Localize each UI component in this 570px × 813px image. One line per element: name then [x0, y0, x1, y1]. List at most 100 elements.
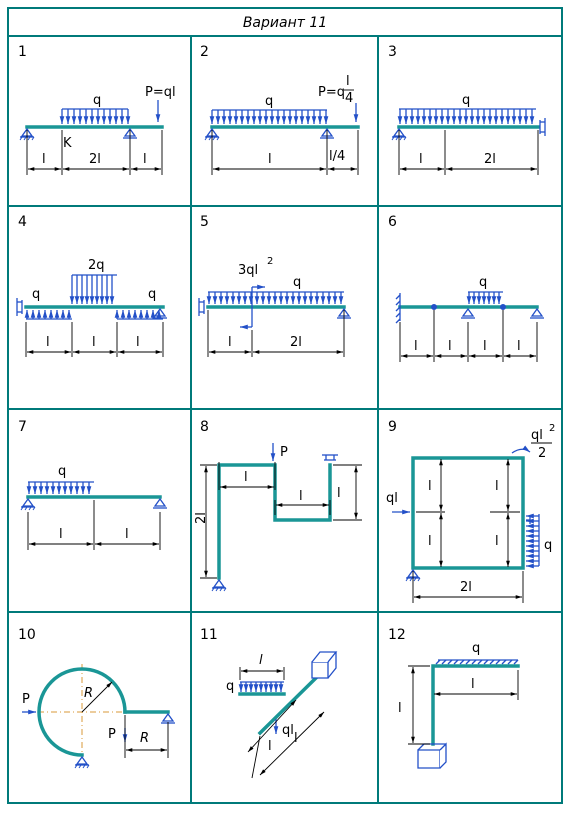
hinge-icon [500, 304, 506, 310]
dim-l1-label: l [471, 677, 475, 692]
load-q-label: q [462, 93, 470, 108]
pin-support-icon [74, 756, 90, 769]
scheme-12: q l l [398, 641, 520, 769]
cell-number-12: 12 [388, 627, 406, 643]
cell-number-9: 9 [388, 419, 397, 435]
scheme-11: q ql l l l [226, 651, 338, 779]
cell-number-3: 3 [388, 44, 397, 60]
load-hatch [489, 659, 495, 665]
cell-number-5: 5 [200, 214, 209, 230]
roller-support-icon [460, 308, 476, 319]
dim-b1: l [495, 479, 499, 494]
cell-number-10: 10 [18, 627, 36, 643]
dim-l2: 2l [89, 152, 101, 167]
moment-arrow [511, 445, 531, 454]
force-P2-label: P [108, 727, 116, 742]
cell-number-4: 4 [18, 214, 27, 230]
cell-number-7: 7 [18, 419, 27, 435]
dim-l3: l [136, 335, 140, 350]
dim-l3: l [143, 152, 147, 167]
scheme-10: P P R R [22, 664, 176, 769]
load-q-label: q [58, 464, 66, 479]
load-hatch [483, 659, 489, 665]
load-q-label: q [265, 94, 273, 109]
moment-exp: 2 [267, 256, 273, 267]
force-P-label: P [280, 445, 288, 460]
hinge-icon [431, 304, 437, 310]
radius-R1-label: R [84, 686, 93, 701]
frame [217, 463, 332, 580]
scheme-6: q l l l l [395, 275, 545, 362]
dim-l2: l [92, 335, 96, 350]
dim-l2: l/4 [329, 149, 345, 164]
cell-number-6: 6 [388, 214, 397, 230]
force-ql-label: ql [386, 491, 398, 506]
roller-support-icon [160, 713, 176, 724]
load-hatch [507, 659, 513, 665]
grid-lines [8, 36, 562, 803]
dim-l3: l [337, 486, 341, 501]
force-P-frac-num: l [346, 74, 350, 89]
roller-support-icon [152, 498, 168, 509]
dim-l3: l [483, 339, 487, 354]
dim-l2: l [448, 339, 452, 354]
load-q-label: q [93, 93, 101, 108]
load-hatch [441, 659, 447, 665]
cell-number-2: 2 [200, 44, 209, 60]
cell-number-8: 8 [200, 419, 209, 435]
dim-l2: l [125, 527, 129, 542]
load-hatch [495, 659, 501, 665]
clamp-support-icon [16, 298, 23, 316]
dim-l2: l [299, 489, 303, 504]
clamp-support-icon [198, 298, 205, 316]
force-P-label: P=q [318, 85, 345, 100]
pin-support-icon [20, 498, 36, 511]
dim-l1: l [42, 152, 46, 167]
dim-l2-label: l [268, 739, 272, 754]
cell-number-1: 1 [18, 44, 27, 60]
dim-l1: l [268, 152, 272, 167]
variant-title: Вариант 11 [243, 15, 327, 31]
sheet-border [7, 7, 563, 804]
load-2q-label: 2q [88, 258, 105, 273]
dim-l1: l [228, 335, 232, 350]
scheme-5: q 3ql 2 l 2l [198, 256, 352, 357]
fixed-block-icon [417, 742, 447, 769]
load-q-label: q [293, 275, 301, 290]
roller-support-icon [529, 308, 545, 319]
point-K-label: K [63, 136, 72, 151]
load-hatch [501, 659, 507, 665]
load-q-label: q [544, 538, 552, 553]
dimension-lines [26, 130, 163, 175]
dim-l1: l [419, 152, 423, 167]
dim-w: 2l [460, 580, 472, 595]
load-hatch [477, 659, 483, 665]
load-hatch [471, 659, 477, 665]
dim-l1: l [414, 339, 418, 354]
dim-l1: l [244, 470, 248, 485]
dim-a2: l [428, 534, 432, 549]
load-q-left-label: q [32, 287, 40, 302]
force-P1-label: P [22, 692, 30, 707]
roller-support-icon [152, 308, 168, 319]
load-q-label: q [479, 275, 487, 290]
load-hatch [447, 659, 453, 665]
distributed-load-q [59, 108, 131, 124]
scheme-1: q P=ql K l 2l l [19, 85, 176, 175]
moment-label: 3ql [238, 263, 258, 278]
load-q-label: q [472, 641, 480, 656]
load-hatch [459, 659, 465, 665]
dim-h: 2l [194, 512, 209, 524]
scheme-4: 2q q q l l l [16, 258, 168, 357]
curved-bar [37, 667, 127, 757]
cell-number-11: 11 [200, 627, 218, 643]
moment-exp: 2 [549, 423, 555, 434]
load-q-right-label: q [148, 287, 156, 302]
dim-l1: l [59, 527, 63, 542]
sliding-clamp-icon [322, 454, 338, 461]
radius-R2-label: R [140, 731, 149, 746]
scheme-8: P l l l 2l [194, 443, 362, 592]
load-q-label: q [226, 679, 234, 694]
force-P-frac-den: 4 [345, 91, 353, 106]
